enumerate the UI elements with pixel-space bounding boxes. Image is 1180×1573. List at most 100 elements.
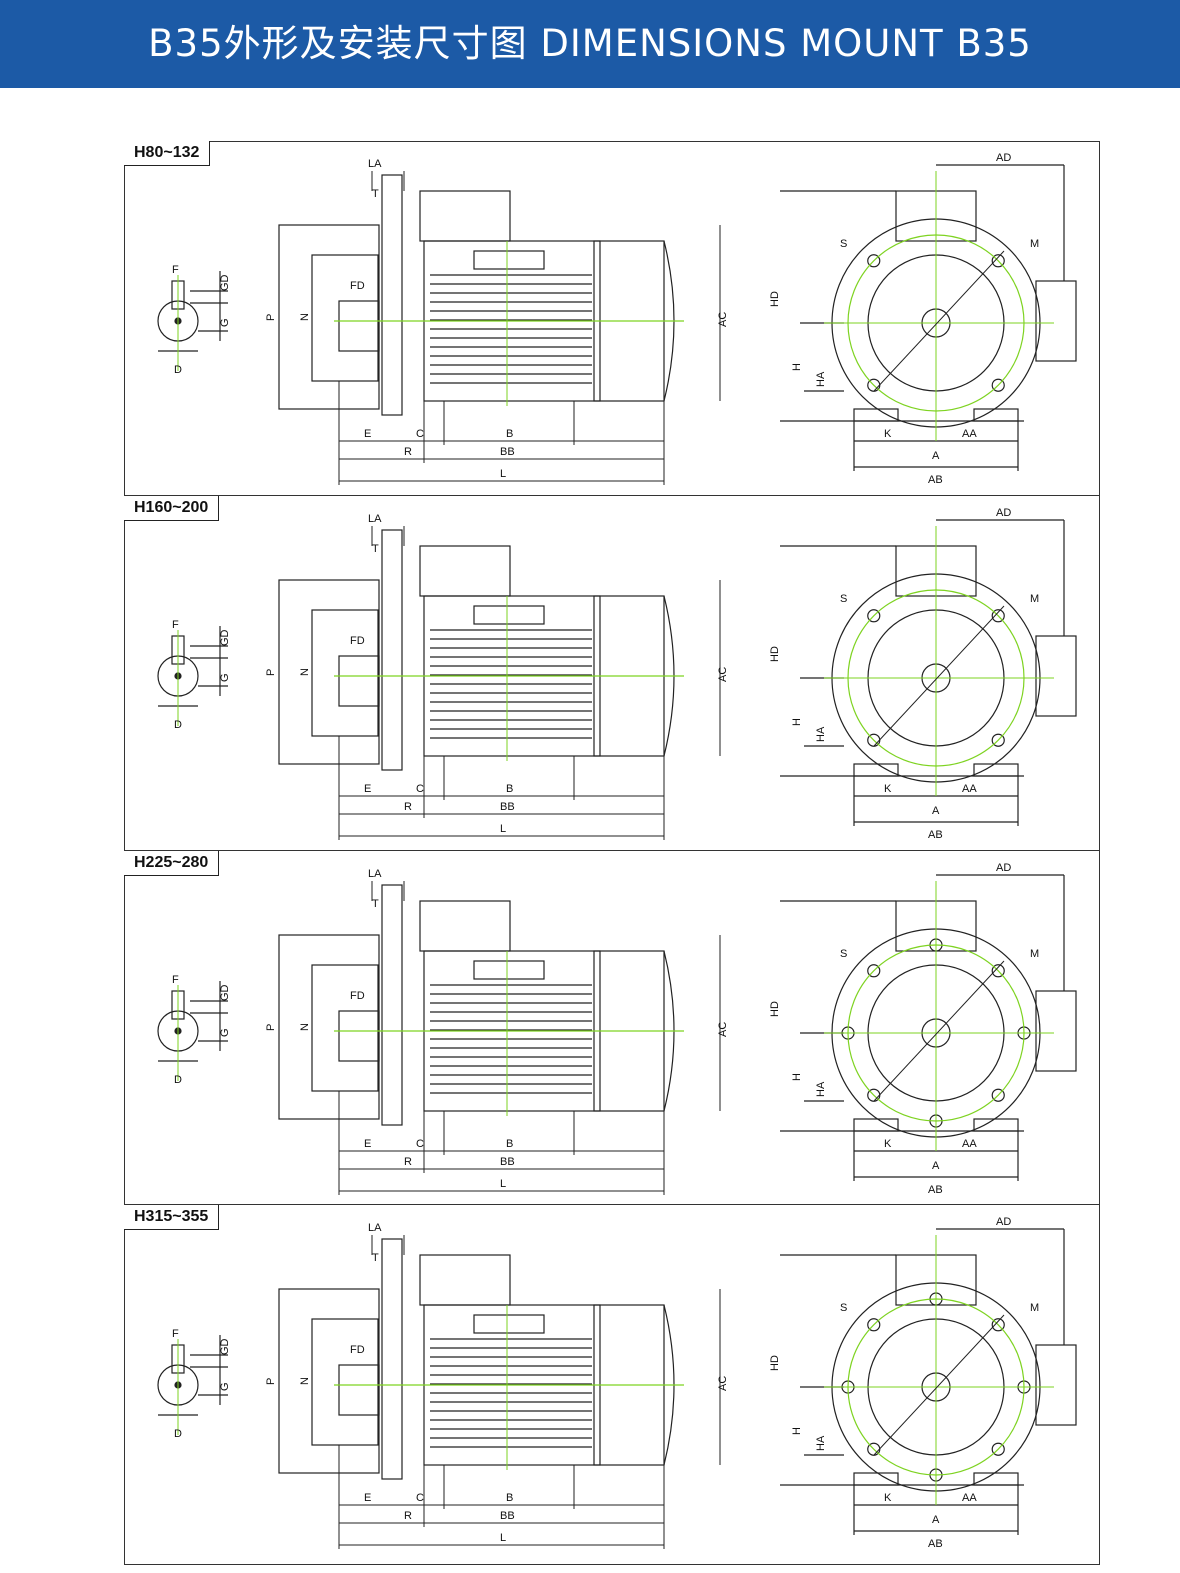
dimension-panel: H80~132 F GD G D: [124, 141, 1100, 495]
shaft-end-view: [157, 1335, 228, 1435]
dim-label-g: G: [219, 673, 231, 682]
diameter-leader: [873, 1314, 1005, 1456]
motor-end-view: [780, 164, 1077, 471]
dim-label-hd: HD: [769, 1001, 781, 1017]
dim-label-hd: HD: [769, 291, 781, 307]
dim-label-r: R: [404, 801, 412, 813]
header-banner: B35外形及安装尺寸图 DIMENSIONS MOUNT B35: [0, 0, 1180, 88]
dimension-panel: H225~280 F GD G D: [124, 851, 1100, 1205]
motor-end-view: [780, 874, 1077, 1181]
bolt-hole: [991, 254, 1005, 268]
dim-label-g: G: [219, 1028, 231, 1037]
dim-label-fd: FD: [350, 1344, 365, 1356]
dim-label-k: K: [884, 1138, 892, 1150]
dim-label-ad: AD: [996, 862, 1011, 874]
dim-label-r: R: [404, 1156, 412, 1168]
frame-size-tag: H225~280: [124, 851, 220, 876]
diameter-leader: [873, 250, 1005, 392]
dim-label-m: M: [1030, 948, 1039, 960]
panel-divider: [124, 1204, 1100, 1205]
dim-label-c: C: [416, 1492, 424, 1504]
dim-label-e: E: [364, 783, 371, 795]
dimension-panel: H315~355 F GD G D: [124, 1205, 1100, 1559]
dim-label-fd: FD: [350, 280, 365, 292]
dim-label-t: T: [372, 188, 379, 200]
diameter-leader: [873, 605, 1005, 747]
frame-size-tag: H80~132: [124, 141, 211, 166]
dim-label-aa: AA: [962, 1138, 977, 1150]
dim-label-hd: HD: [769, 1355, 781, 1371]
motor-side-view: [278, 1238, 675, 1480]
dim-label-s: S: [840, 593, 847, 605]
dim-label-e: E: [364, 428, 371, 440]
dim-label-l: L: [500, 1532, 506, 1544]
dim-label-ac: AC: [717, 1376, 729, 1391]
dim-label-p: P: [265, 1024, 277, 1031]
bolt-hole: [867, 1318, 881, 1332]
bolt-hole: [991, 1088, 1005, 1102]
page-title: B35外形及安装尺寸图 DIMENSIONS MOUNT B35: [148, 22, 1032, 65]
dim-label-k: K: [884, 783, 892, 795]
dim-label-l: L: [500, 468, 506, 480]
dim-label-m: M: [1030, 1302, 1039, 1314]
dim-label-n: N: [299, 668, 311, 676]
dim-label-gd: GD: [219, 274, 231, 291]
bolt-hole: [991, 1318, 1005, 1332]
dimension-panel: H160~200 F GD G D: [124, 496, 1100, 850]
bolt-hole: [991, 733, 1005, 747]
dim-label-p: P: [265, 669, 277, 676]
dim-label-ac: AC: [717, 667, 729, 682]
shaft-end-view: [157, 981, 228, 1081]
dim-label-m: M: [1030, 238, 1039, 250]
dim-label-h: H: [791, 1427, 803, 1435]
dim-label-e: E: [364, 1138, 371, 1150]
flange-bolt-holes: [867, 254, 1005, 392]
dim-label-f: F: [172, 619, 179, 631]
dim-label-a: A: [932, 805, 940, 817]
dim-label-c: C: [416, 428, 424, 440]
dimension-drawing: F GD G D: [157, 152, 1077, 486]
dim-label-bb: BB: [500, 446, 515, 458]
side-dimension-lines: [338, 1235, 721, 1549]
dim-label-k: K: [884, 1492, 892, 1504]
side-dimension-lines: [338, 881, 721, 1195]
dim-label-l: L: [500, 823, 506, 835]
frame-size-tag: H315~355: [124, 1205, 220, 1230]
dim-label-n: N: [299, 1023, 311, 1031]
dim-label-d: D: [174, 364, 182, 376]
dim-label-f: F: [172, 974, 179, 986]
dim-label-l: L: [500, 1178, 506, 1190]
shaft-end-view: [157, 271, 228, 371]
bolt-hole: [991, 1442, 1005, 1456]
dim-label-ha: HA: [815, 726, 827, 742]
dim-label-b: B: [506, 428, 513, 440]
dim-label-p: P: [265, 1378, 277, 1385]
dim-label-h: H: [791, 718, 803, 726]
dim-label-g: G: [219, 318, 231, 327]
dim-label-a: A: [932, 450, 940, 462]
dim-label-ad: AD: [996, 507, 1011, 519]
bolt-hole: [991, 609, 1005, 623]
dim-label-ab: AB: [928, 1538, 943, 1550]
dim-label-ac: AC: [717, 1022, 729, 1037]
panel-divider: [124, 495, 1100, 496]
dim-label-b: B: [506, 783, 513, 795]
dim-label-la: LA: [368, 1222, 382, 1234]
dim-label-e: E: [364, 1492, 371, 1504]
dim-label-ha: HA: [815, 1081, 827, 1097]
dim-label-a: A: [932, 1514, 940, 1526]
dim-label-m: M: [1030, 593, 1039, 605]
cooling-fins: [430, 1338, 592, 1448]
dim-label-la: LA: [368, 158, 382, 170]
dim-label-d: D: [174, 1074, 182, 1086]
motor-side-view: [278, 529, 675, 771]
bolt-hole: [991, 964, 1005, 978]
dimension-drawing: F GD G D: [157, 862, 1077, 1196]
cooling-fins: [430, 274, 592, 384]
shaft-end-view: [157, 626, 228, 726]
bolt-hole: [867, 254, 881, 268]
dim-label-c: C: [416, 1138, 424, 1150]
dim-label-ad: AD: [996, 152, 1011, 164]
dim-label-s: S: [840, 948, 847, 960]
dim-label-ab: AB: [928, 474, 943, 486]
